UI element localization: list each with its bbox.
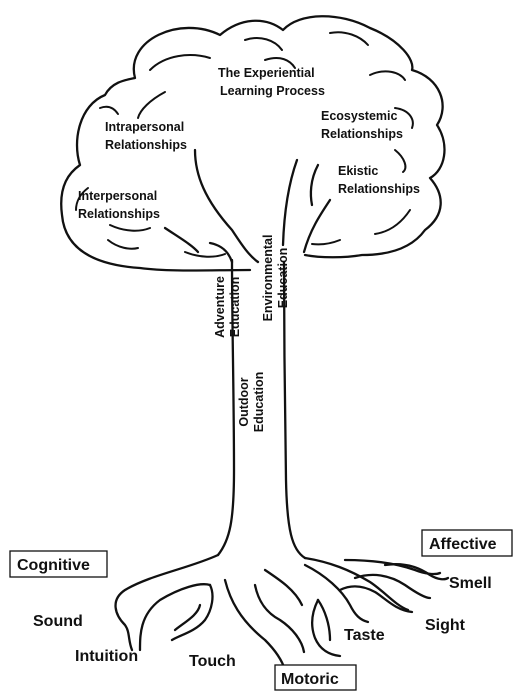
label-environmental-group: Environmental Education <box>261 235 290 322</box>
crown-detail-14 <box>185 252 225 257</box>
label-sound: Sound <box>33 613 83 630</box>
label-cognitive: Cognitive <box>17 557 90 574</box>
crown-detail-2 <box>245 38 282 50</box>
label-experiential-line2: Learning Process <box>220 84 325 98</box>
crown-detail-9 <box>375 210 410 234</box>
crown-detail-12 <box>110 225 150 231</box>
label-adventure-line1: Adventure <box>213 276 227 338</box>
label-sight: Sight <box>425 617 466 634</box>
label-smell: Smell <box>449 575 492 592</box>
label-interpersonal-line1: Interpersonal <box>78 189 157 203</box>
branch-left <box>195 150 258 262</box>
branch-right-fork <box>311 165 318 205</box>
label-intuition: Intuition <box>75 648 138 665</box>
root-right-mid <box>318 600 330 640</box>
label-touch: Touch <box>189 653 236 670</box>
label-ekistic-line2: Relationships <box>338 182 420 196</box>
label-outdoor-group: Outdoor Education <box>237 372 266 432</box>
crown-detail-13 <box>108 240 138 249</box>
label-experiential-line1: The Experiential <box>218 66 315 80</box>
branch-right <box>283 160 297 245</box>
crown-detail-4 <box>370 71 405 80</box>
label-ecosystemic-line2: Relationships <box>321 127 403 141</box>
label-environmental-line1: Environmental <box>261 235 275 322</box>
label-outdoor-line2: Education <box>252 372 266 432</box>
root-right-3 <box>355 575 430 598</box>
label-intrapersonal-line1: Intrapersonal <box>105 120 184 134</box>
root-right-mid-b <box>312 600 340 656</box>
crown-detail-1 <box>150 55 210 70</box>
crown-detail-7 <box>395 108 413 128</box>
label-motoric: Motoric <box>281 671 339 688</box>
root-mid-left <box>172 585 212 640</box>
label-ekistic-line1: Ekistic <box>338 164 378 178</box>
branch-left-fork <box>165 228 198 252</box>
crown-detail-3 <box>330 32 368 45</box>
trunk-left-branch <box>210 243 232 262</box>
label-affective: Affective <box>429 536 497 553</box>
label-adventure-line2: Education <box>228 277 242 337</box>
root-left-main <box>116 555 218 650</box>
root-right-5 <box>305 565 368 622</box>
root-center-c <box>265 570 302 605</box>
label-adventure-group: Adventure Education <box>213 276 242 338</box>
label-intrapersonal-line2: Relationships <box>105 138 187 152</box>
crown-detail-6 <box>100 107 118 114</box>
crown-detail-8 <box>395 150 405 172</box>
crown-detail-10 <box>312 240 340 244</box>
label-outdoor-line1: Outdoor <box>237 377 251 426</box>
root-left-2 <box>140 584 210 650</box>
label-environmental-line2: Education <box>276 248 290 308</box>
crown-detail-5 <box>138 92 165 118</box>
label-taste: Taste <box>344 627 385 644</box>
label-interpersonal-line2: Relationships <box>78 207 160 221</box>
label-ecosystemic-line1: Ecosystemic <box>321 109 397 123</box>
